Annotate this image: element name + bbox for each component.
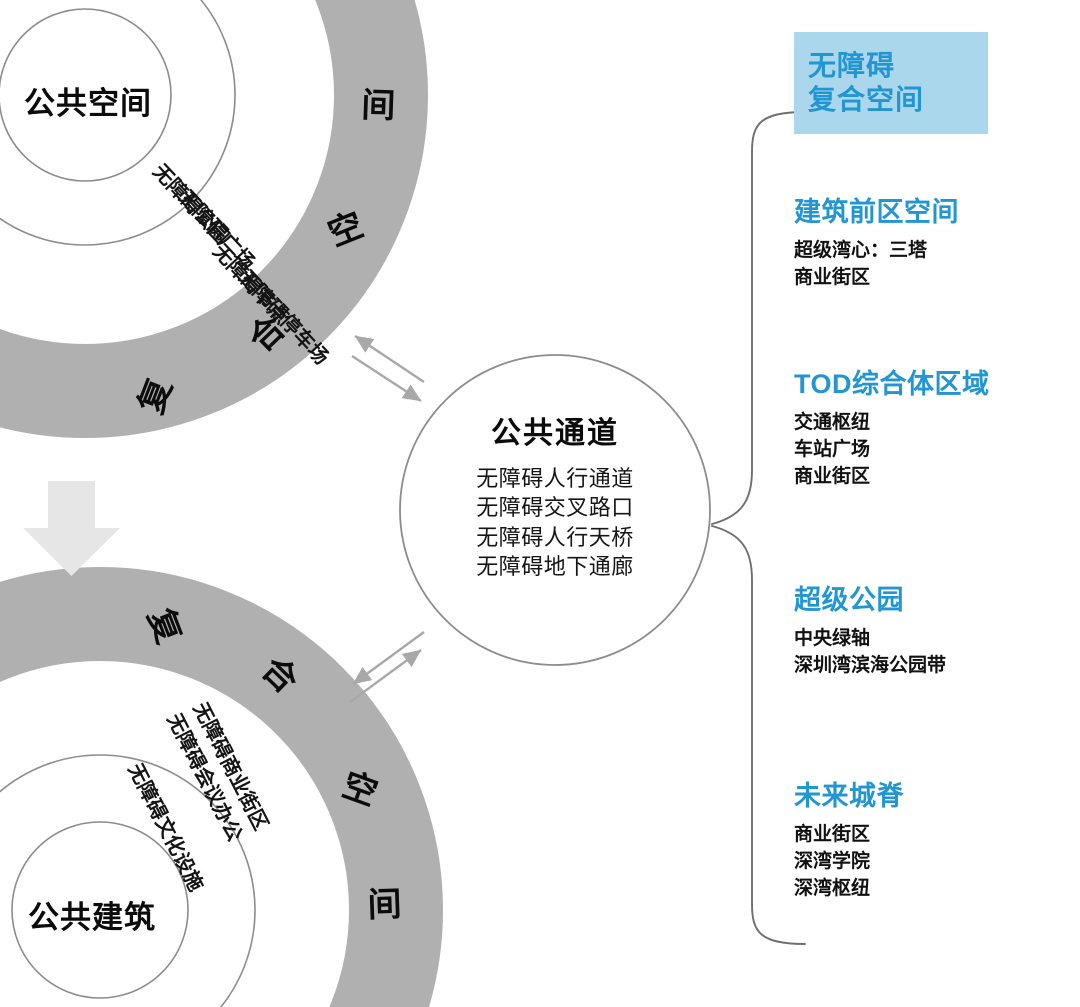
group-1-item-2: 商业街区 [794, 465, 871, 487]
hub-item-3: 无障碍地下通廊 [476, 553, 634, 579]
top-ring-char-3: 间 [361, 86, 396, 125]
bottom-gray-ring [0, 567, 443, 1007]
top-cluster [0, 0, 428, 438]
group-1-items: 交通枢纽 车站广场 商业街区 [794, 410, 1080, 491]
bottom-core-label: 公共建筑 [28, 900, 156, 935]
group-0-items: 超级湾心：三塔 商业街区 [794, 238, 1080, 292]
hub-circle [399, 354, 711, 666]
top-gray-ring [0, 0, 428, 438]
group-3-heading: 未来城脊 [794, 781, 904, 811]
bottom-middle-circle [0, 754, 256, 1007]
group-2-heading: 超级公园 [794, 585, 904, 615]
group-2-items: 中央绿轴 深圳湾滨海公园带 [794, 626, 1080, 680]
group-3-item-1: 深湾学院 [794, 850, 871, 872]
group-0-item-1: 商业街区 [794, 266, 871, 288]
group-3-item-2: 深湾枢纽 [794, 877, 871, 899]
top-core-label: 公共空间 [24, 86, 152, 121]
group-1-item-0: 交通枢纽 [794, 411, 871, 433]
panel-title-box: 无障碍 复合空间 [794, 32, 988, 134]
group-3-items: 商业街区 深湾学院 深湾枢纽 [794, 822, 1080, 903]
group-1-item-1: 车站广场 [794, 438, 871, 460]
hub-item-2: 无障碍人行天桥 [476, 524, 634, 550]
group-2-item-0: 中央绿轴 [794, 627, 871, 649]
legend-panel: 无障碍 复合空间 建筑前区空间 超级湾心：三塔 商业街区 TOD综合体区域 交通… [780, 0, 1080, 1007]
arrow-top-to-hub [351, 335, 425, 403]
bottom-inner-circle [11, 821, 189, 999]
group-2[interactable]: 超级公园 中央绿轴 深圳湾滨海公园带 [794, 585, 1080, 680]
group-0-heading: 建筑前区空间 [794, 197, 959, 227]
bottom-cluster [0, 567, 443, 1007]
hub-title: 公共通道 [491, 417, 619, 450]
group-3-item-0: 商业街区 [794, 823, 871, 845]
top-middle-circle [0, 0, 236, 246]
hub-item-0: 无障碍人行通道 [476, 466, 634, 491]
panel-title-line2: 复合空间 [808, 84, 925, 115]
panel-title-line1: 无障碍 [808, 49, 896, 81]
group-1-heading: TOD综合体区域 [794, 369, 990, 399]
group-0-item-0: 超级湾心：三塔 [794, 239, 928, 261]
group-1[interactable]: TOD综合体区域 交通枢纽 车站广场 商业街区 [794, 369, 1080, 491]
top-inner-circle [0, 8, 172, 182]
bottom-ring-char-3: 间 [367, 885, 402, 924]
hub-item-1: 无障碍交叉路口 [476, 495, 634, 521]
down-arrow-icon [23, 481, 120, 576]
hub-text-block: 公共通道 无障碍人行通道 无障碍交叉路口 无障碍人行天桥 无障碍地下通廊 [405, 408, 705, 581]
bracket-connector [711, 111, 806, 945]
group-2-item-1: 深圳湾滨海公园带 [794, 654, 947, 676]
arrow-bottom-to-hub [349, 631, 425, 703]
group-0[interactable]: 建筑前区空间 超级湾心：三塔 商业街区 [794, 197, 1080, 292]
group-3[interactable]: 未来城脊 商业街区 深湾学院 深湾枢纽 [794, 781, 1080, 903]
